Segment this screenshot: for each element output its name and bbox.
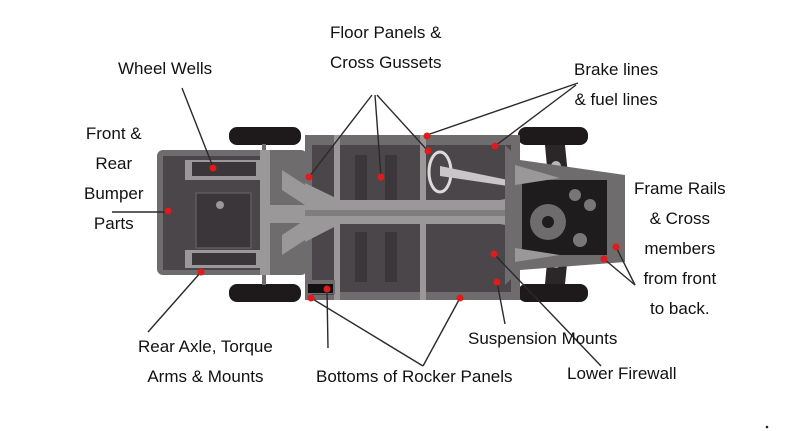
marker-brake-2 bbox=[491, 142, 499, 150]
label-line: Arms & Mounts bbox=[147, 367, 264, 386]
label-brake-lines: Brake lines & fuel lines bbox=[574, 55, 658, 115]
inspection-markers bbox=[164, 132, 620, 302]
leader-suspension bbox=[496, 281, 506, 325]
label-line: Parts bbox=[93, 214, 134, 233]
leader-wheel-wells bbox=[181, 87, 214, 168]
axle-rear-bottom bbox=[262, 272, 266, 285]
label-line: Suspension Mounts bbox=[468, 329, 618, 348]
leader-rocker-1 bbox=[326, 289, 329, 349]
marker-brake-1 bbox=[423, 132, 431, 140]
label-line: Rear bbox=[95, 154, 133, 173]
label-line: from front bbox=[643, 269, 717, 288]
tire-rear-bottom bbox=[229, 284, 301, 302]
stray-speck bbox=[765, 425, 769, 429]
marker-rocker-3 bbox=[456, 294, 464, 302]
leader-firewall bbox=[493, 253, 602, 367]
leader-floor-3 bbox=[376, 94, 429, 152]
label-bumper-parts: Front & Rear Bumper Parts bbox=[84, 119, 144, 239]
leader-floor-2 bbox=[374, 94, 382, 178]
tire-front-top bbox=[518, 127, 588, 145]
rear-body bbox=[157, 150, 307, 275]
leader-brake-2 bbox=[494, 84, 577, 147]
tire-rear-top bbox=[229, 127, 301, 145]
label-line: Bottoms of Rocker Panels bbox=[316, 367, 513, 386]
engine-front bbox=[505, 145, 625, 285]
leader-frame-1 bbox=[615, 246, 636, 286]
label-line: & fuel lines bbox=[574, 90, 658, 109]
marker-floor-2 bbox=[377, 173, 385, 181]
label-line: Wheel Wells bbox=[118, 59, 213, 78]
cab-floor bbox=[305, 135, 520, 300]
label-rear-axle: Rear Axle, Torque Arms & Mounts bbox=[138, 332, 273, 392]
label-line: Cross Gussets bbox=[330, 53, 442, 72]
marker-frame-2 bbox=[600, 255, 608, 263]
marker-rear-axle bbox=[197, 268, 205, 276]
leader-frame-2 bbox=[603, 258, 636, 286]
marker-wheel-well bbox=[209, 164, 217, 172]
leader-rocker-2 bbox=[310, 297, 424, 367]
label-line: Brake lines bbox=[574, 60, 659, 79]
leader-lines bbox=[112, 82, 636, 367]
label-line: Frame Rails bbox=[634, 179, 726, 198]
label-line: & Cross bbox=[649, 209, 711, 228]
marker-frame-1 bbox=[612, 243, 620, 251]
label-line: Lower Firewall bbox=[567, 364, 677, 383]
label-line: Front & bbox=[85, 124, 142, 143]
label-lower-firewall: Lower Firewall bbox=[567, 359, 677, 389]
label-floor-panels: Floor Panels & Cross Gussets bbox=[330, 18, 442, 78]
leader-rear-axle bbox=[147, 271, 202, 333]
marker-floor-1 bbox=[305, 173, 313, 181]
label-line: members bbox=[644, 239, 716, 258]
label-line: Bumper bbox=[84, 184, 144, 203]
label-wheel-wells: Wheel Wells bbox=[118, 54, 212, 84]
leader-floor-1 bbox=[308, 94, 373, 178]
leader-rocker-3 bbox=[422, 297, 461, 367]
marker-rocker-1 bbox=[323, 285, 331, 293]
label-suspension-mounts: Suspension Mounts bbox=[468, 324, 617, 354]
leader-brake-1 bbox=[426, 82, 579, 136]
marker-firewall bbox=[490, 250, 498, 258]
label-frame-rails: Frame Rails & Cross members from front t… bbox=[634, 174, 726, 324]
label-line: to back. bbox=[650, 299, 710, 318]
tire-front-bottom bbox=[518, 284, 588, 302]
marker-rocker-2 bbox=[307, 294, 315, 302]
label-line: Rear Axle, Torque bbox=[138, 337, 273, 356]
marker-bumper bbox=[164, 207, 172, 215]
label-line: Floor Panels & bbox=[330, 23, 442, 42]
marker-suspension bbox=[493, 278, 501, 286]
label-rocker-panels: Bottoms of Rocker Panels bbox=[316, 362, 513, 392]
marker-floor-3 bbox=[424, 147, 432, 155]
